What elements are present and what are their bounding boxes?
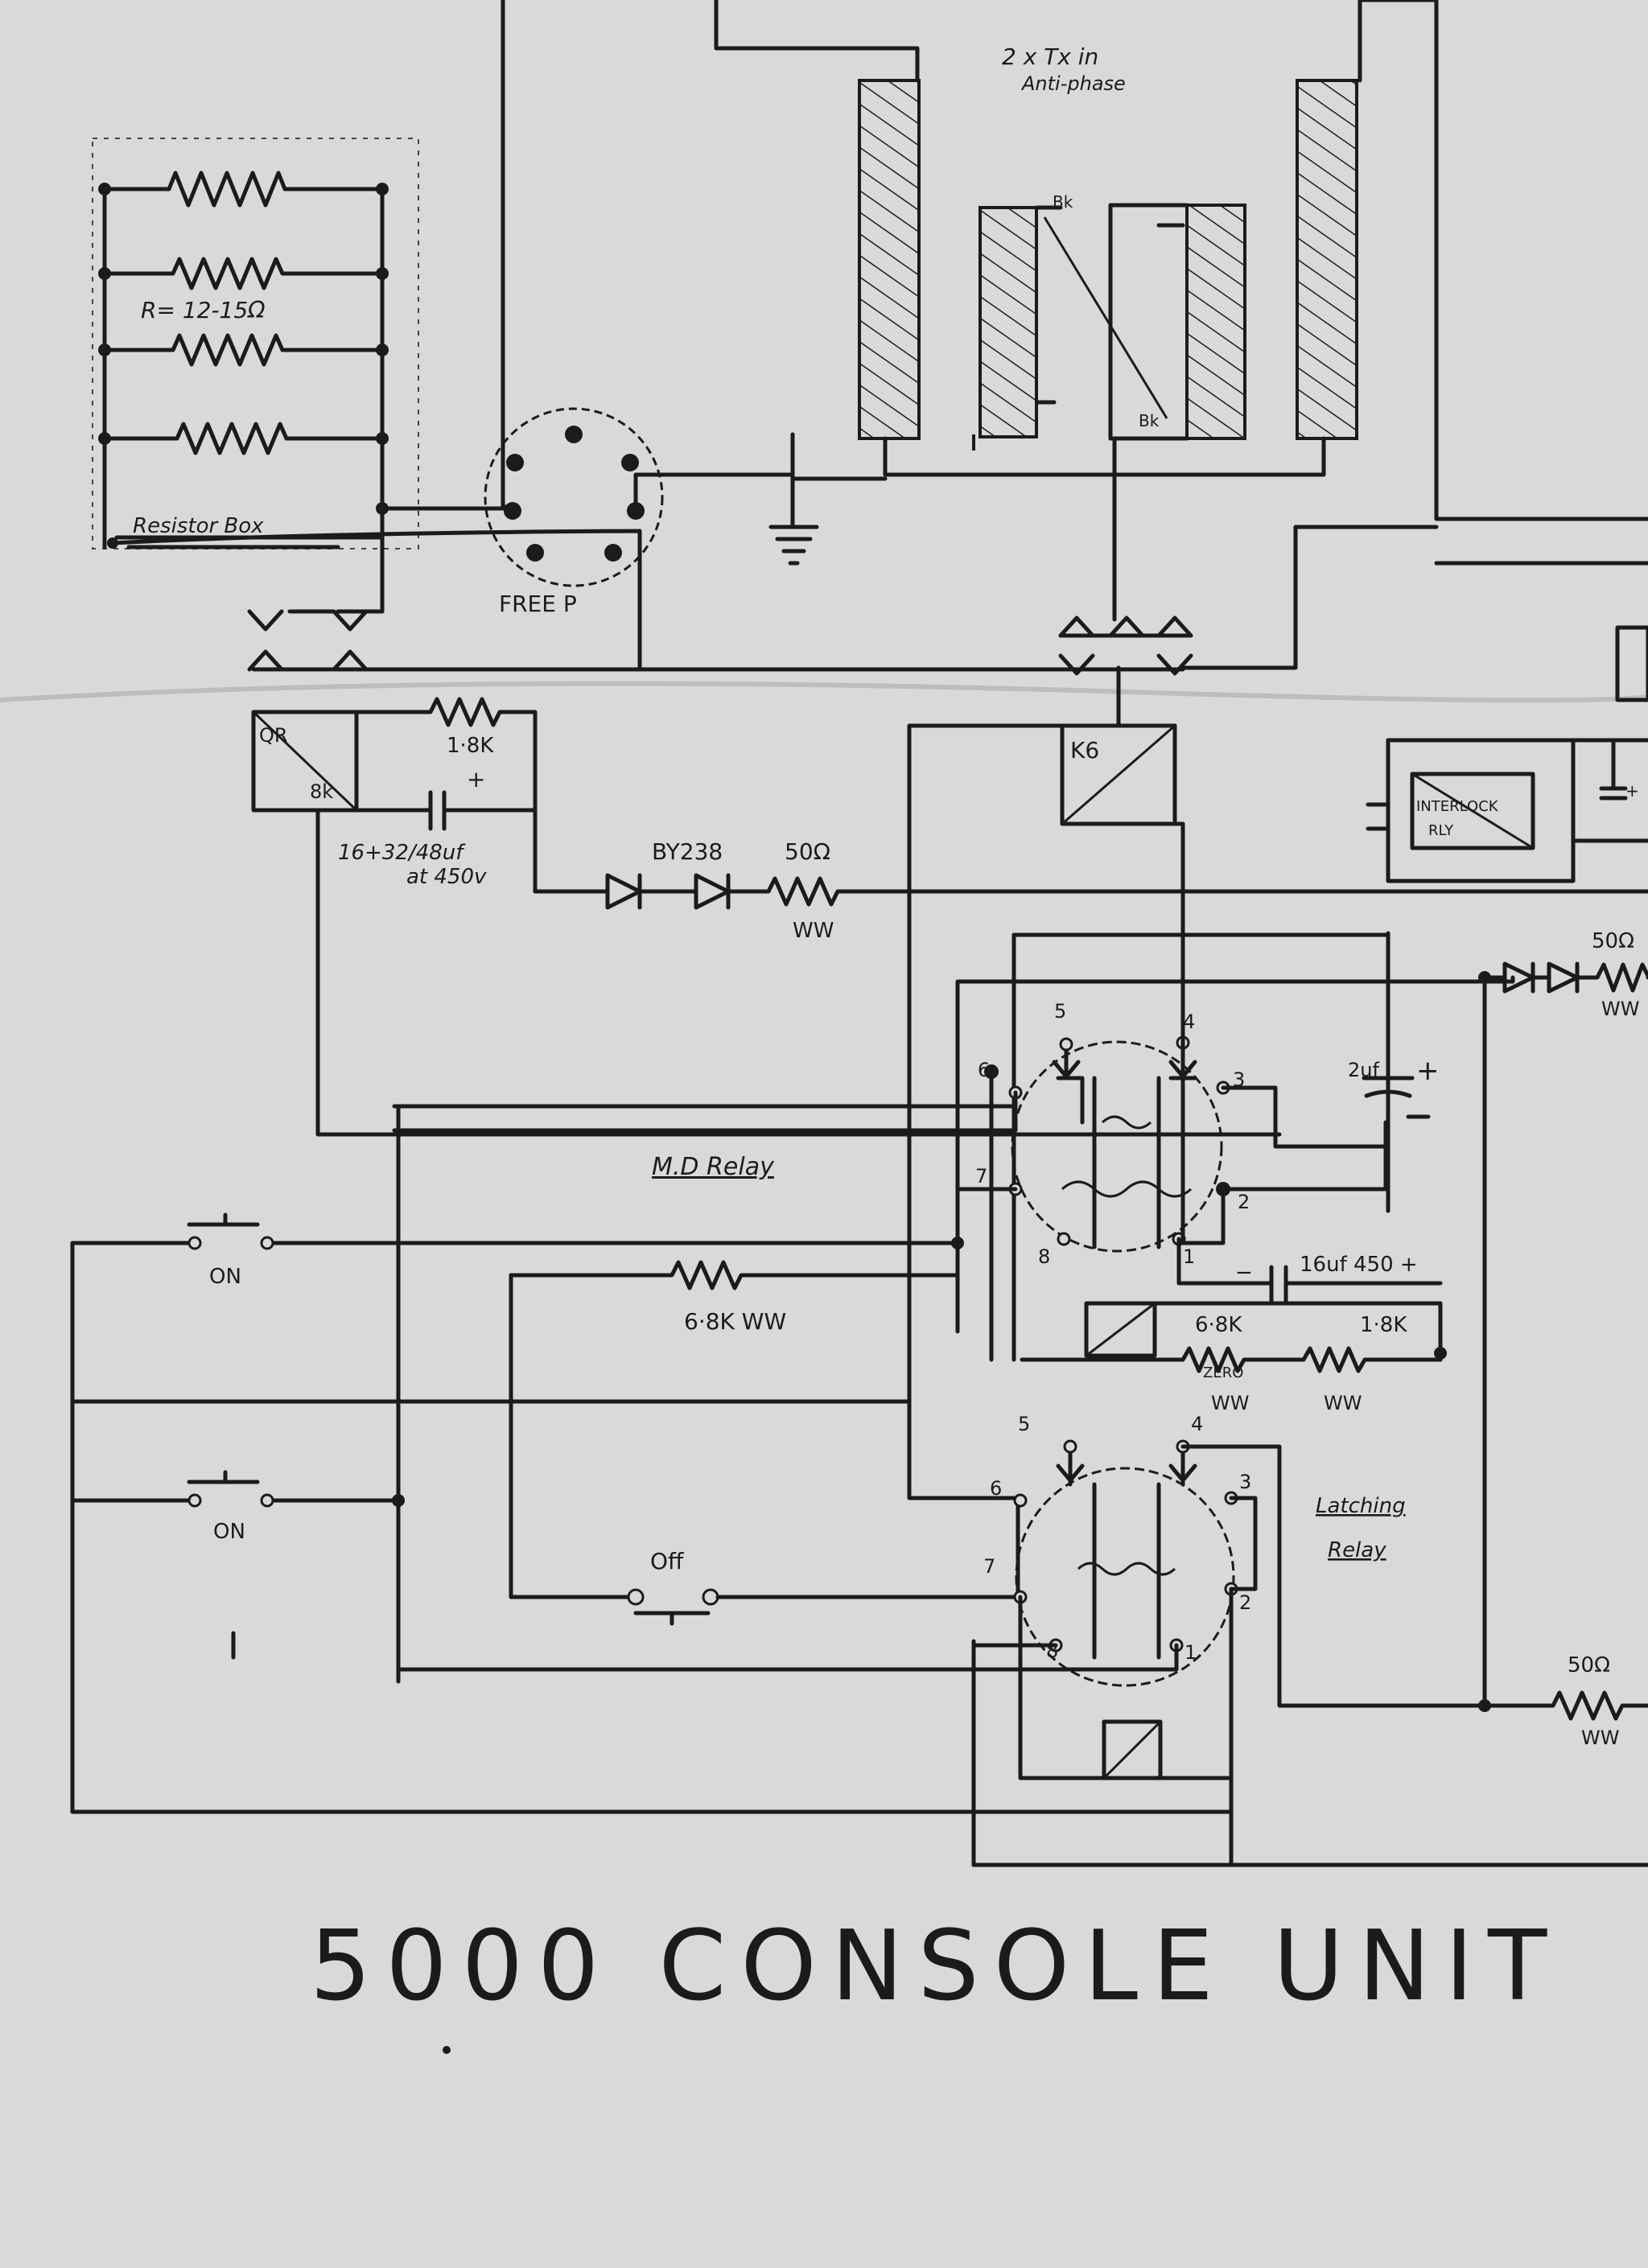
interlock-rly-label: RLY	[1428, 822, 1454, 839]
interlock-relay: INTERLOCK RLY +	[1366, 625, 1648, 883]
md-pin-6: 6	[978, 1059, 990, 1081]
page-title: 5000 CONSOLE UNIT	[310, 1911, 1561, 2023]
resistor-value-label: R= 12-15Ω	[141, 297, 266, 323]
lr-pin-8: 8	[1046, 1640, 1058, 1662]
ww-b-label: WW	[1324, 1392, 1362, 1414]
transformer-core-left	[858, 79, 921, 440]
right-diode-resistor: 50Ω WW	[1478, 929, 1648, 1702]
ww-a-label: WW	[1211, 1392, 1249, 1414]
lr-pin-3: 3	[1239, 1471, 1251, 1493]
interlock-plus-label: +	[1625, 781, 1639, 801]
off-switch: Off 6·8K WW	[509, 1260, 1020, 1626]
on-switch-1: ON	[70, 1212, 964, 1684]
md-relay-resistors: − 16uf 450 + 6·8K 1·8K ZERO WW WW	[1020, 1253, 1447, 1414]
cap-16-32-label: 16+32/48uf	[338, 841, 466, 865]
ink-speck	[443, 2046, 451, 2054]
ww-bottom-label: WW	[1581, 1727, 1619, 1749]
plug-label: FREE P	[499, 591, 577, 617]
r-50-right-label: 50Ω	[1592, 929, 1634, 953]
transformers-label-line1: 2 x Tx in	[1002, 43, 1098, 70]
on-2-label: ON	[213, 1520, 245, 1544]
latching-relay: 5 4 6 3 7 2 8 1 50Ω WW Latching Relay	[70, 1413, 1648, 1867]
k6-relay: K6	[907, 665, 1185, 1500]
md-relay-label: M.D Relay	[652, 1153, 775, 1181]
latching-relay-label-line2: Relay	[1328, 1538, 1386, 1562]
capacitor-2uf: 2uf +	[1348, 931, 1440, 1213]
lr-pin-6: 6	[990, 1477, 1002, 1500]
lr-pin-2: 2	[1239, 1591, 1251, 1614]
transformer-winding-right	[1185, 204, 1246, 440]
r-50-top-label: 50Ω	[785, 838, 830, 865]
md-pin-3: 3	[1233, 1068, 1245, 1091]
lr-pin-1: 1	[1184, 1641, 1197, 1664]
lr-pin-5: 5	[1018, 1413, 1030, 1435]
lr-pin-7: 7	[983, 1555, 995, 1578]
bk-top-label: Bk	[1053, 192, 1073, 212]
cap-2uf-label: 2uf	[1348, 1059, 1379, 1081]
terminal-strip	[247, 472, 1439, 676]
cap-450v-label: at 450v	[406, 865, 487, 889]
plus-label: +	[467, 766, 485, 792]
transformer-winding-left	[978, 206, 1038, 438]
r-18k-label: 1·8K	[1360, 1313, 1407, 1337]
md-pin-4: 4	[1183, 1011, 1195, 1033]
r-50-bottom-label: 50Ω	[1568, 1653, 1610, 1677]
qr-relay-section: QR 8k 1·8K + 16+32/48uf at 450v BY238 50…	[251, 697, 1648, 1137]
transformers-label-line2: Anti-phase	[1020, 72, 1126, 95]
by238-label: BY238	[652, 838, 723, 865]
qr-8k-label: 8k	[310, 780, 333, 803]
md-relay: 5 4 6 3 7 2 8 1 M.D Relay	[392, 932, 1515, 1684]
zero-b-label: ZERO	[1203, 1365, 1243, 1381]
free-plug: FREE P	[110, 0, 795, 670]
k6-label: K6	[1070, 737, 1099, 764]
md-pin-1: 1	[1183, 1245, 1195, 1268]
on-1-label: ON	[209, 1265, 241, 1289]
on-switch-2: ON	[70, 1470, 405, 1660]
r-1k8-label: 1·8K	[447, 734, 494, 758]
md-pin-2: 2	[1238, 1191, 1250, 1213]
ww-right-label: WW	[1601, 998, 1639, 1020]
interlock-label: INTERLOCK	[1416, 798, 1499, 815]
transformer-core-right	[1296, 79, 1358, 440]
ww-top-label: WW	[793, 919, 834, 943]
md-pin-7: 7	[975, 1165, 987, 1188]
r-68k-ww-label: 6·8K WW	[684, 1308, 786, 1335]
minus-label: −	[1235, 1261, 1253, 1285]
qr-label: QR	[259, 724, 288, 747]
cap-16uf-label: 16uf 450 +	[1300, 1253, 1418, 1277]
md-pin-5: 5	[1054, 1000, 1066, 1023]
resistor-box-label: Resistor Box	[133, 514, 264, 538]
cap-2uf-plus: +	[1416, 1055, 1440, 1087]
latching-relay-label: Latching	[1316, 1494, 1406, 1518]
bk-bottom-label: Bk	[1139, 411, 1160, 430]
md-pin-8: 8	[1038, 1245, 1050, 1268]
off-label: Off	[650, 1548, 684, 1574]
transformer-assembly: 2 x Tx in Anti-phase Bk Bk	[714, 0, 1648, 566]
lr-pin-4: 4	[1191, 1413, 1203, 1435]
r-68k-label: 6·8K	[1195, 1313, 1242, 1337]
